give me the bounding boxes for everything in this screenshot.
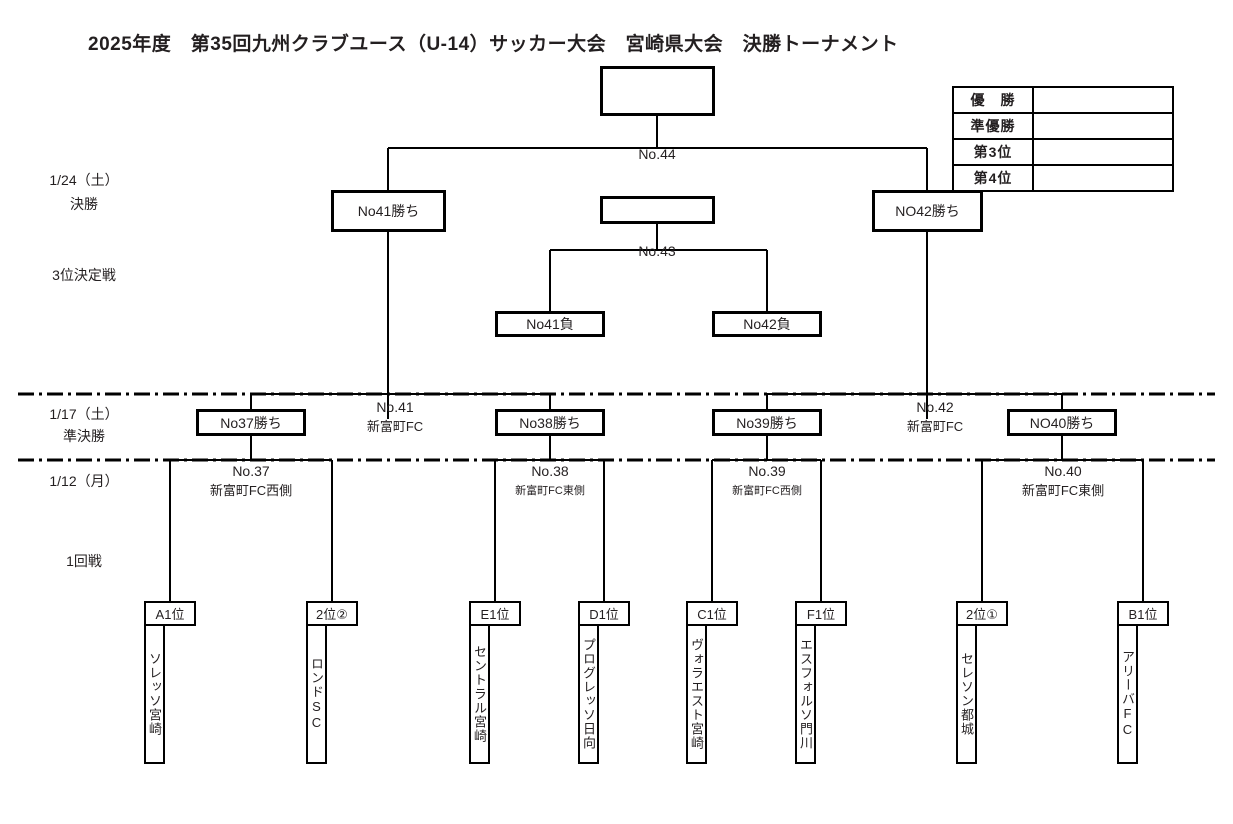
team-entry-7[interactable]: 2位① セレソン都城 [956, 601, 1008, 764]
team-entry-6[interactable]: F1位 エスフォルソ門川 [795, 601, 847, 764]
team-name-8: アリーバFC [1117, 626, 1138, 764]
first-round-caption-39: No.39 新富町FC西側 [707, 462, 827, 501]
first-round-match-number-39: No.39 [748, 463, 786, 479]
results-label-champion: 優 勝 [952, 86, 1034, 114]
round-label-third-place: 3位決定戦 [52, 267, 116, 283]
third-place-match-number: No.43 [638, 243, 676, 259]
round-label-final-date: 1/24（土） [49, 172, 119, 188]
semifinal-match-number-41: No.41 [376, 399, 414, 415]
final-left-slot[interactable]: No41勝ち [331, 190, 446, 232]
results-row-third: 第3位 [952, 138, 1174, 166]
first-round-caption-38: No.38 新富町FC東側 [490, 462, 610, 501]
first-round-venue-40: 新富町FC東側 [1021, 483, 1105, 498]
first-round-match-number-40: No.40 [1044, 463, 1082, 479]
semifinal-winner-2[interactable]: No38勝ち [495, 409, 605, 436]
first-round-venue-38: 新富町FC東側 [515, 485, 585, 497]
team-name-4: プログレッソ日向 [578, 626, 599, 764]
semifinal-winner-1[interactable]: No37勝ち [196, 409, 306, 436]
results-value-champion[interactable] [1032, 86, 1174, 114]
champion-box[interactable] [600, 66, 715, 116]
team-name-5: ヴォラエスト宮崎 [686, 626, 707, 764]
semifinal-venue-41: 新富町FC [366, 419, 424, 434]
team-seed-5: C1位 [686, 601, 738, 626]
first-round-caption-40: No.40 新富町FC東側 [1003, 462, 1123, 501]
team-entry-3[interactable]: E1位 セントラル宮崎 [469, 601, 521, 764]
team-seed-7: 2位① [956, 601, 1008, 626]
semifinal-match-caption-42: No.42 新富町FC [875, 398, 995, 437]
first-round-match-number-37: No.37 [232, 463, 270, 479]
team-name-2: ロンドSC [306, 626, 327, 764]
team-name-1: ソレッソ宮崎 [144, 626, 165, 764]
first-round-venue-37: 新富町FC西側 [209, 483, 293, 498]
results-label-runner-up: 準優勝 [952, 112, 1034, 140]
first-round-match-number-38: No.38 [531, 463, 569, 479]
semifinal-winner-3[interactable]: No39勝ち [712, 409, 822, 436]
round-label-first-round: 1回戦 [66, 553, 102, 569]
team-entry-8[interactable]: B1位 アリーバFC [1117, 601, 1169, 764]
results-label-fourth: 第4位 [952, 164, 1034, 192]
first-round-venue-39: 新富町FC西側 [732, 485, 802, 497]
results-row-runner-up: 準優勝 [952, 112, 1174, 140]
team-name-3: セントラル宮崎 [469, 626, 490, 764]
third-place-left-slot[interactable]: No41負 [495, 311, 605, 337]
results-value-third[interactable] [1032, 138, 1174, 166]
team-entry-5[interactable]: C1位 ヴォラエスト宮崎 [686, 601, 738, 764]
team-seed-2: 2位② [306, 601, 358, 626]
team-name-7: セレソン都城 [956, 626, 977, 764]
round-label-first-round-date: 1/12（月） [49, 473, 119, 489]
results-row-champion: 優 勝 [952, 86, 1174, 114]
team-seed-8: B1位 [1117, 601, 1169, 626]
round-label-semifinal-date: 1/17（土） [49, 406, 119, 422]
semifinal-venue-42: 新富町FC [906, 419, 964, 434]
results-label-third: 第3位 [952, 138, 1034, 166]
team-seed-4: D1位 [578, 601, 630, 626]
team-entry-4[interactable]: D1位 プログレッソ日向 [578, 601, 630, 764]
final-match-number: No.44 [638, 146, 676, 162]
results-row-fourth: 第4位 [952, 164, 1174, 192]
results-value-fourth[interactable] [1032, 164, 1174, 192]
team-entry-2[interactable]: 2位② ロンドSC [306, 601, 358, 764]
first-round-caption-37: No.37 新富町FC西側 [191, 462, 311, 501]
semifinal-match-caption-41: No.41 新富町FC [335, 398, 455, 437]
semifinal-winner-4[interactable]: NO40勝ち [1007, 409, 1117, 436]
team-seed-1: A1位 [144, 601, 196, 626]
round-label-semifinal: 準決勝 [63, 428, 105, 444]
results-table: 優 勝 準優勝 第3位 第4位 [952, 86, 1174, 192]
results-value-runner-up[interactable] [1032, 112, 1174, 140]
final-right-slot[interactable]: NO42勝ち [872, 190, 983, 232]
round-label-final: 決勝 [70, 196, 98, 212]
third-place-match-caption: No.43 [597, 242, 717, 261]
team-entry-1[interactable]: A1位 ソレッソ宮崎 [144, 601, 196, 764]
team-seed-3: E1位 [469, 601, 521, 626]
team-name-6: エスフォルソ門川 [795, 626, 816, 764]
team-seed-6: F1位 [795, 601, 847, 626]
third-place-winner-box[interactable] [600, 196, 715, 224]
third-place-right-slot[interactable]: No42負 [712, 311, 822, 337]
page-title: 2025年度 第35回九州クラブユース（U-14）サッカー大会 宮崎県大会 決勝… [88, 34, 899, 55]
final-match-caption: No.44 [597, 145, 717, 164]
semifinal-match-number-42: No.42 [916, 399, 954, 415]
